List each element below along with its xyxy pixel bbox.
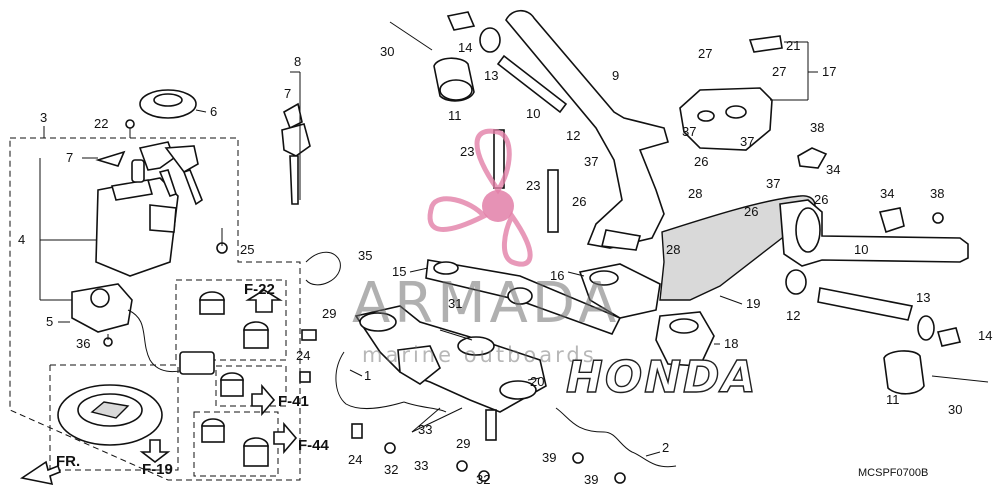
harness-clamp <box>305 251 447 413</box>
callout: 23 <box>460 144 474 159</box>
callout: 33 <box>414 458 428 473</box>
watermark-brand: ARMADA <box>352 271 620 336</box>
callout: 32 <box>476 472 490 487</box>
callout: 19 <box>746 296 760 311</box>
callout: 38 <box>930 186 944 201</box>
callout: 5 <box>46 314 53 329</box>
callout: 12 <box>786 308 800 323</box>
callout: 10 <box>854 242 868 257</box>
callout: 26 <box>744 204 758 219</box>
callout: 18 <box>724 336 738 351</box>
ref-arrows <box>19 289 298 486</box>
callout: 33 <box>418 422 432 437</box>
bottom-bridge <box>354 305 547 413</box>
callout: 17 <box>822 64 836 79</box>
top-bridge <box>425 259 622 335</box>
meter-bracket <box>679 35 783 151</box>
handlebar-bracket-right <box>659 195 969 301</box>
callout: 7 <box>66 150 73 165</box>
handlebar-top <box>505 9 669 251</box>
callout: 39 <box>584 472 598 487</box>
fuel-cap <box>57 384 163 446</box>
callout: 39 <box>542 450 556 465</box>
callout: 23 <box>526 178 540 193</box>
leader-lines <box>39 41 818 457</box>
callout: 27 <box>772 64 786 79</box>
ignition-switch <box>95 159 179 277</box>
callout: 36 <box>76 336 90 351</box>
callouts: 1 2 3 4 5 6 7 7 8 9 10 10 11 11 12 12 13… <box>18 38 992 487</box>
callout: 16 <box>550 268 564 283</box>
callout: 27 <box>698 46 712 61</box>
ref-f44: F-44 <box>298 437 330 454</box>
callout: 30 <box>380 44 394 59</box>
callout: 11 <box>886 392 900 407</box>
callout: 10 <box>526 106 540 121</box>
callout: 15 <box>392 264 406 279</box>
callout: 35 <box>358 248 372 263</box>
callout: 37 <box>584 154 598 169</box>
ref-f41: F-41 <box>278 393 309 410</box>
callout: 6 <box>210 104 217 119</box>
ignition-keys <box>138 141 203 206</box>
ref-f22: F-22 <box>244 281 275 298</box>
callout: 34 <box>826 162 840 177</box>
callout: 12 <box>566 128 580 143</box>
key-cylinder-cover <box>95 150 126 167</box>
callout: 26 <box>694 154 708 169</box>
callout: 37 <box>740 134 754 149</box>
callout: 11 <box>448 108 462 123</box>
callout: 26 <box>572 194 586 209</box>
assembly-frames <box>9 137 301 481</box>
callout: 14 <box>978 328 992 343</box>
callout: 29 <box>322 306 336 321</box>
callout: 13 <box>916 290 930 305</box>
callout: 7 <box>284 86 291 101</box>
callout: 4 <box>18 232 25 247</box>
callout: 8 <box>294 54 301 69</box>
callout: 26 <box>814 192 828 207</box>
handlebar-holder <box>578 263 715 367</box>
callout: 1 <box>364 368 371 383</box>
key-pair <box>281 102 311 205</box>
ref-f19: F-19 <box>142 461 173 478</box>
callout: 28 <box>666 242 680 257</box>
callout: 32 <box>384 462 398 477</box>
callout: 20 <box>530 374 544 389</box>
screws-left <box>103 119 228 347</box>
callout: 30 <box>948 402 962 417</box>
diagram-code: MCSPF0700B <box>858 467 928 479</box>
callout: 37 <box>766 176 780 191</box>
section-refs: F-22 F-41 F-44 F-19 <box>142 281 330 478</box>
callout: 34 <box>880 186 894 201</box>
callout: 24 <box>296 348 310 363</box>
callout: 37 <box>682 124 696 139</box>
callout: 38 <box>810 120 824 135</box>
callout: 25 <box>240 242 254 257</box>
callout: 29 <box>456 436 470 451</box>
callout: 13 <box>484 68 498 83</box>
front-direction-label: FR. <box>56 453 80 470</box>
right-grip-parts <box>785 147 989 395</box>
watermark-tagline: marine outboards <box>362 343 597 367</box>
grip-top <box>389 11 568 114</box>
steering-lock-collar <box>139 89 197 119</box>
callout: 22 <box>94 116 108 131</box>
callout: 24 <box>348 452 362 467</box>
callout: 28 <box>688 186 702 201</box>
callout: 31 <box>448 296 462 311</box>
watermark-propeller-logo <box>427 128 533 267</box>
callout: 3 <box>40 110 47 125</box>
callout: 9 <box>612 68 619 83</box>
callout: 21 <box>786 38 800 53</box>
lock-switch <box>71 283 215 375</box>
cable-wire <box>384 407 677 484</box>
callout: 14 <box>458 40 472 55</box>
honda-logo-text: HONDA <box>566 352 758 403</box>
key-barrels <box>199 291 269 467</box>
callout: 2 <box>662 440 669 455</box>
